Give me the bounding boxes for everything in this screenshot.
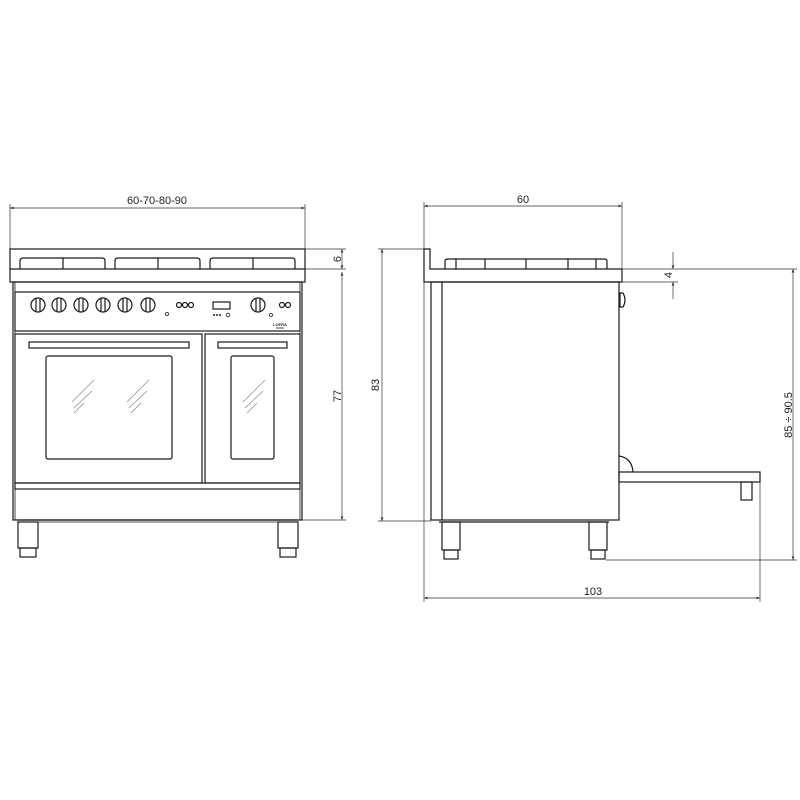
control-panel: LOFRA: [14, 291, 301, 332]
door-handle: [217, 341, 288, 349]
display-icon: [212, 301, 231, 310]
side-view: 60 83: [370, 194, 797, 602]
hob-top: [9, 248, 306, 283]
cooker-body: [12, 281, 303, 521]
side-knob-icon: [619, 292, 626, 308]
door-handle: [740, 481, 753, 501]
oven-window: [45, 355, 173, 460]
knob-icon: [73, 297, 89, 313]
knob-icon: [51, 297, 67, 313]
door-handle: [28, 341, 190, 349]
button-pair-icon: [278, 301, 292, 309]
oven-window: [230, 355, 275, 460]
timer-buttons-icon: [213, 312, 231, 318]
side-hob-top: [423, 248, 623, 283]
side-body: [430, 281, 620, 521]
button-group-icon: [175, 301, 195, 309]
adjustable-height-dimension: 85 ÷ 90.5: [606, 268, 797, 561]
knob-icon: [30, 297, 46, 313]
width-dimension-label: 60-70-80-90: [127, 195, 187, 207]
knob-icon: [250, 297, 266, 313]
feet: [17, 521, 299, 558]
brand-logo: LOFRA: [273, 322, 287, 327]
glass-reflection-icon: [242, 379, 266, 414]
top-thickness-label: 4: [663, 272, 675, 278]
open-oven-door: [618, 455, 761, 501]
adjustable-height-label: 85 ÷ 90.5: [783, 392, 795, 438]
body-height-label: 77: [332, 390, 344, 402]
knob-icon: [95, 297, 111, 313]
depth-dimension: 60: [423, 194, 623, 269]
body-height-dimension: 77: [302, 272, 346, 521]
top-thickness-dimension: 4: [622, 252, 678, 299]
side-feet: [441, 521, 608, 560]
top-height-label: 6: [332, 256, 344, 262]
glass-reflection-icon: [71, 379, 150, 414]
total-height-dimension: 83: [370, 248, 431, 522]
open-door-depth-dimension: 103: [423, 282, 761, 602]
top-height-dimension: 6: [305, 248, 346, 270]
depth-label: 60: [517, 194, 529, 206]
indicator-light-icon: [269, 313, 273, 317]
pan-supports: [19, 257, 296, 269]
total-height-label: 83: [370, 379, 382, 391]
width-dimension: 60-70-80-90: [9, 195, 306, 249]
knob-icon: [140, 297, 156, 313]
knobs: [30, 297, 266, 313]
open-door-depth-label: 103: [584, 586, 602, 598]
indicator-light-icon: [165, 312, 169, 316]
secondary-oven-door: [204, 333, 301, 484]
plinth: [14, 482, 301, 490]
front-view: 60-70-80-90: [9, 195, 346, 558]
main-oven-door: [14, 333, 203, 484]
knob-icon: [117, 297, 133, 313]
